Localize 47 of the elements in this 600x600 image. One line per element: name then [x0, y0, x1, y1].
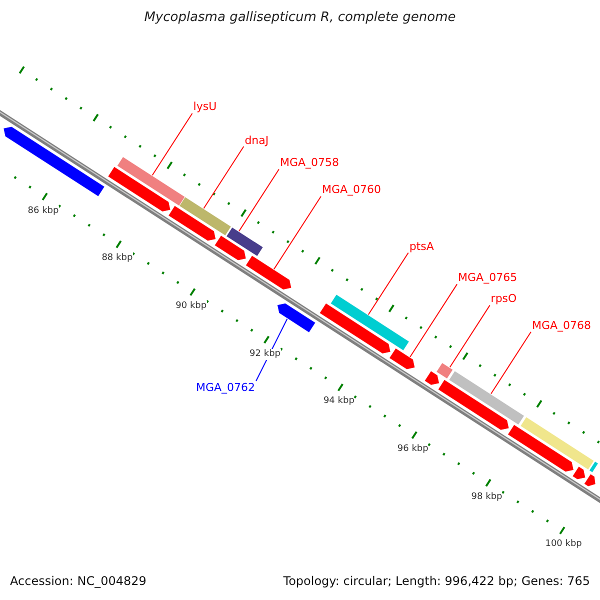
- gene-label: MGA_0762: [196, 381, 256, 394]
- gene-feature: [424, 370, 440, 386]
- scale-label: 86 kbp: [28, 206, 59, 217]
- gene-label: MGA_0758: [280, 156, 339, 170]
- gene-feature: [507, 424, 574, 472]
- scale-label: 90 kbp: [176, 301, 207, 312]
- gene-label: MGA_0760: [322, 183, 381, 196]
- gene-label: dnaJ: [244, 134, 269, 146]
- scale-label: 98 kbp: [471, 492, 502, 503]
- scale-label: 100 kbp: [545, 539, 582, 550]
- leader-line: [203, 146, 244, 210]
- gene-feature-bar: [226, 226, 264, 257]
- accession-text: Accession: NC_004829: [10, 575, 146, 588]
- gene-feature: [318, 302, 392, 354]
- gene-feature: [245, 254, 292, 290]
- gene-feature-bar: [330, 294, 410, 352]
- gene-feature: [168, 205, 216, 242]
- gene-label: MGA_0768: [532, 318, 591, 332]
- gene-label: lysU: [193, 100, 217, 114]
- gene-feature-bar: [520, 416, 595, 470]
- gene-feature: [107, 166, 171, 212]
- leader-line: [238, 168, 280, 232]
- gene-feature: [388, 348, 416, 370]
- leader-line: [368, 252, 409, 316]
- gene-label: rpsO: [490, 292, 517, 306]
- genome-info-text: Topology: circular; Length: 996,422 bp; Genes: 765: [283, 575, 590, 588]
- leader-line: [152, 112, 193, 176]
- gene-feature-bar: [448, 370, 525, 426]
- gene-feature-bar: [588, 460, 599, 474]
- map-title: Mycoplasma gallisepticum R, complete genome: [143, 11, 457, 24]
- gene-feature: [214, 234, 247, 261]
- leader-line: [449, 304, 490, 368]
- gene-label: MGA_0765: [458, 271, 518, 284]
- gene-feature: [276, 302, 316, 334]
- scale-label: 96 kbp: [397, 444, 428, 456]
- leader-line: [273, 196, 322, 270]
- gene-feature: [572, 466, 586, 480]
- gene-feature: [437, 379, 510, 431]
- gene-feature-bar: [178, 196, 232, 236]
- scale-label: 92 kbp: [250, 348, 280, 360]
- gene-feature: [584, 473, 596, 487]
- leader-line: [409, 284, 458, 358]
- scale-label: 94 kbp: [323, 396, 354, 408]
- leader-line: [490, 331, 532, 395]
- gene-label: ptsA: [409, 240, 434, 253]
- scale-label: 88 kbp: [102, 253, 133, 264]
- gene-feature: [2, 126, 106, 198]
